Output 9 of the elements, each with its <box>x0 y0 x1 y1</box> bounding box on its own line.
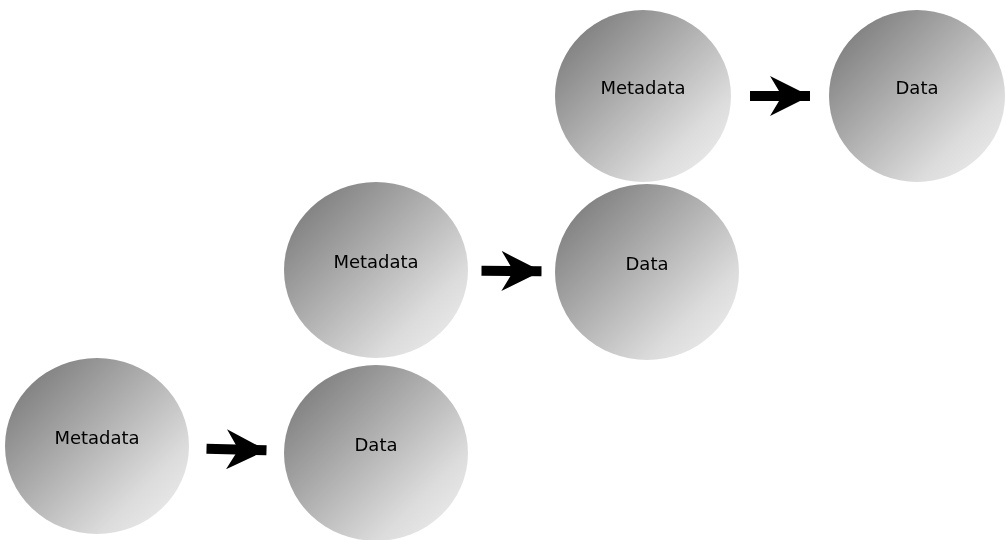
node-label: Metadata <box>600 76 686 98</box>
node-label: Data <box>354 433 398 455</box>
node-label: Data <box>895 76 939 98</box>
arrow <box>206 429 267 470</box>
node-label: Metadata <box>54 426 140 448</box>
arrow <box>481 250 542 291</box>
arrow <box>750 76 810 116</box>
node-label: Metadata <box>333 250 419 272</box>
node-label: Data <box>625 252 669 274</box>
